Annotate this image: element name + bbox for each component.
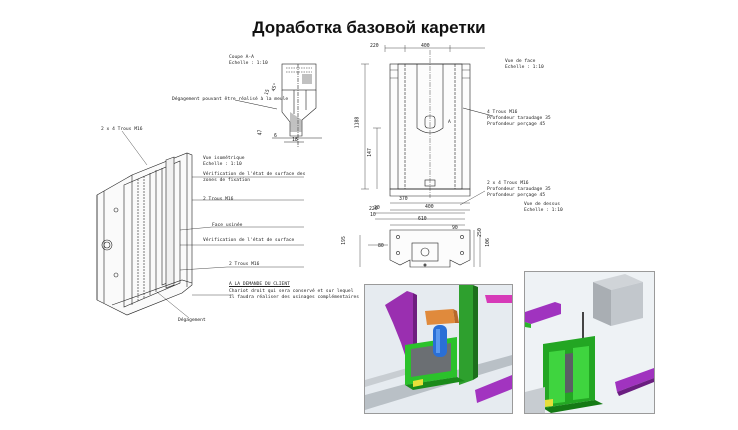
- render-2-graphic: [525, 272, 654, 413]
- render-image-1: [364, 284, 513, 414]
- front-scale: Echelle : 1:10: [505, 65, 544, 70]
- iso-surface-check-2: zones de fixation: [203, 178, 251, 183]
- section-scale: Echelle : 1:10: [229, 61, 268, 66]
- iso-holes-low: 2 Trous M16: [229, 262, 260, 267]
- top-tap-depth: Profondeur taraudage 35: [487, 187, 551, 192]
- front-title: Vue de face: [505, 59, 536, 64]
- front-dim-220: 220: [370, 44, 379, 49]
- top-dim-220: 220: [369, 207, 378, 212]
- slide-title: Доработка базовой каретки: [252, 18, 486, 37]
- section-view: [272, 63, 322, 148]
- section-title: Coupe A-A: [229, 55, 254, 60]
- front-section-mark: A: [448, 120, 451, 125]
- front-drill-depth: Profondeur perçage 45: [487, 122, 546, 127]
- isometric-view: [96, 130, 304, 316]
- top-view: [359, 190, 486, 268]
- iso-holes-mid: 2 Trous M16: [203, 197, 234, 202]
- render-image-2: [524, 271, 655, 414]
- iso-surface-check-b: Vérification de l'état de surface: [203, 238, 295, 243]
- front-tap-depth: Profondeur taraudage 35: [487, 116, 551, 121]
- top-scale: Echelle : 1:10: [524, 208, 563, 213]
- front-dim-1188: 1188: [355, 116, 361, 129]
- top-dim-195: 195: [341, 236, 347, 245]
- front-dim-400-top: 400: [421, 44, 430, 49]
- iso-client-note-2: il faudra réaliser des usinages compléme…: [229, 295, 359, 300]
- section-note: Dégagement pouvant être réalisé à la meu…: [172, 97, 289, 102]
- top-holes: 2 x 4 Trous M16: [487, 181, 529, 186]
- front-holes: 4 Trous M16: [487, 110, 518, 115]
- top-dim-610: 610: [418, 217, 427, 222]
- iso-scale: Echelle : 1:10: [203, 162, 242, 167]
- front-view: [361, 45, 494, 211]
- front-dim-400-bottom: 400: [425, 205, 434, 210]
- front-dim-147: 147: [367, 148, 373, 157]
- iso-client-note-1: Chariot droit qui sera conservé et sur l…: [229, 289, 354, 294]
- top-dim-10: 10: [370, 213, 376, 218]
- top-dim-80: 80: [378, 244, 384, 249]
- top-dim-90: 90: [452, 226, 458, 231]
- top-title: Vue de dessus: [524, 202, 560, 207]
- top-drill-depth: Profondeur perçage 45: [487, 193, 546, 198]
- iso-client-request: A LA DEMANDE DU CLIENT: [229, 282, 290, 287]
- render-1-graphic: [365, 285, 512, 413]
- front-dim-370: 370: [399, 197, 408, 202]
- iso-title: Vue isométrique: [203, 156, 245, 161]
- iso-clearance: Dégagement: [178, 318, 206, 323]
- iso-surface-check: Vérification de l'état de surface des: [203, 172, 306, 177]
- front-dim-20: 20: [374, 206, 380, 211]
- iso-holes-top: 2 x 4 Trous M16: [101, 127, 143, 132]
- iso-machined-face: Face usinée: [212, 223, 243, 228]
